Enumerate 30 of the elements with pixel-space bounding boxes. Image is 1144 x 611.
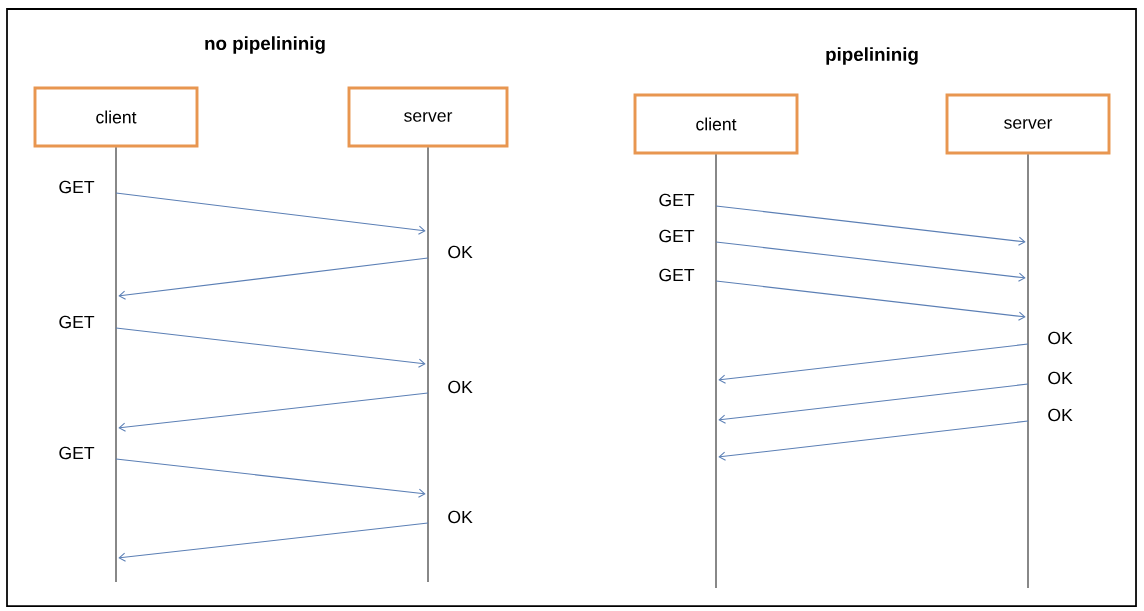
message-label: GET (59, 446, 95, 460)
message-label: OK (448, 380, 473, 394)
message-label: OK (448, 245, 473, 259)
arrow (715, 205, 1026, 246)
lifeline-box: server (945, 93, 1111, 155)
arrow (118, 257, 429, 300)
message-label: GET (59, 180, 95, 194)
arrow (115, 192, 426, 235)
section-heading: no pipelininig (205, 36, 325, 54)
arrow (715, 280, 1026, 321)
arrow (115, 327, 426, 368)
message-label: GET (659, 229, 695, 243)
arrow (118, 522, 429, 562)
message-label: GET (659, 193, 695, 207)
arrow (118, 392, 429, 432)
message-label: GET (59, 315, 95, 329)
lifeline-box: client (633, 93, 799, 155)
lifeline-box: client (33, 86, 199, 148)
message-label: OK (448, 510, 473, 524)
arrow (718, 420, 1029, 461)
lifeline-box: server (347, 86, 509, 148)
message-label: GET (659, 268, 695, 282)
arrow (715, 241, 1026, 282)
arrow (718, 343, 1029, 384)
message-label: OK (1048, 408, 1073, 422)
arrow (115, 458, 426, 498)
section-heading: pipelininig (826, 47, 918, 65)
arrow (718, 383, 1029, 424)
message-label: OK (1048, 371, 1073, 385)
message-label: OK (1048, 331, 1073, 345)
